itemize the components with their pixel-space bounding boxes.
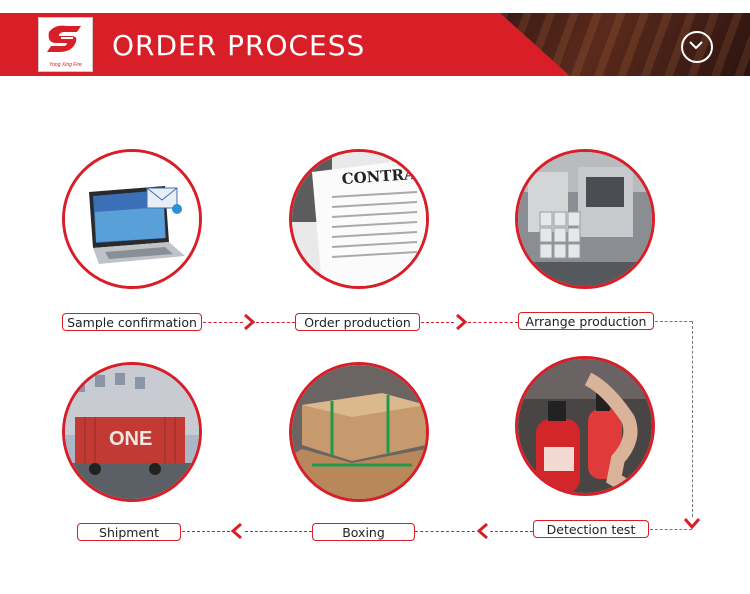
connector-2-3 — [421, 322, 454, 323]
connector-5-6b — [182, 531, 230, 532]
connector-2-3b — [468, 322, 518, 323]
step-label-sample-confirmation: Sample confirmation — [62, 313, 202, 331]
page-title: ORDER PROCESS — [112, 29, 366, 62]
step-label-detection-test: Detection test — [533, 520, 649, 538]
connector-4-5b — [490, 531, 533, 532]
connector-4-5c — [415, 531, 475, 532]
factory-machines-icon — [515, 149, 655, 289]
chevron-down-icon[interactable] — [681, 31, 713, 63]
connector-4-5 — [650, 529, 692, 530]
step-label-shipment: Shipment — [77, 523, 181, 541]
connector-5-6 — [245, 531, 312, 532]
chevron-right-icon — [455, 313, 468, 336]
chevron-left-icon — [230, 522, 243, 545]
cardboard-boxes-icon — [289, 362, 429, 502]
step-label-order-production: Order production — [295, 313, 420, 331]
header-banner: Yong Xing Fire ORDER PROCESS — [0, 13, 750, 76]
step-label-boxing: Boxing — [312, 523, 415, 541]
contract-document-icon: CONTRACT — [289, 149, 429, 289]
connector-1-2 — [203, 322, 243, 323]
shipping-truck-icon: ONE — [62, 362, 202, 502]
company-logo: Yong Xing Fire — [38, 17, 93, 72]
chevron-left-icon — [476, 522, 489, 545]
logo-text: Yong Xing Fire — [49, 62, 82, 68]
connector-1-2b — [256, 322, 295, 323]
connector-vertical — [692, 321, 693, 517]
laptop-email-icon — [62, 149, 202, 289]
chevron-right-icon — [243, 313, 256, 336]
connector-3-right — [655, 321, 692, 322]
chevron-down-icon — [683, 516, 701, 534]
fire-extinguisher-icon — [515, 356, 655, 496]
svg-text:ONE: ONE — [109, 428, 152, 450]
step-label-arrange-production: Arrange production — [518, 312, 654, 330]
